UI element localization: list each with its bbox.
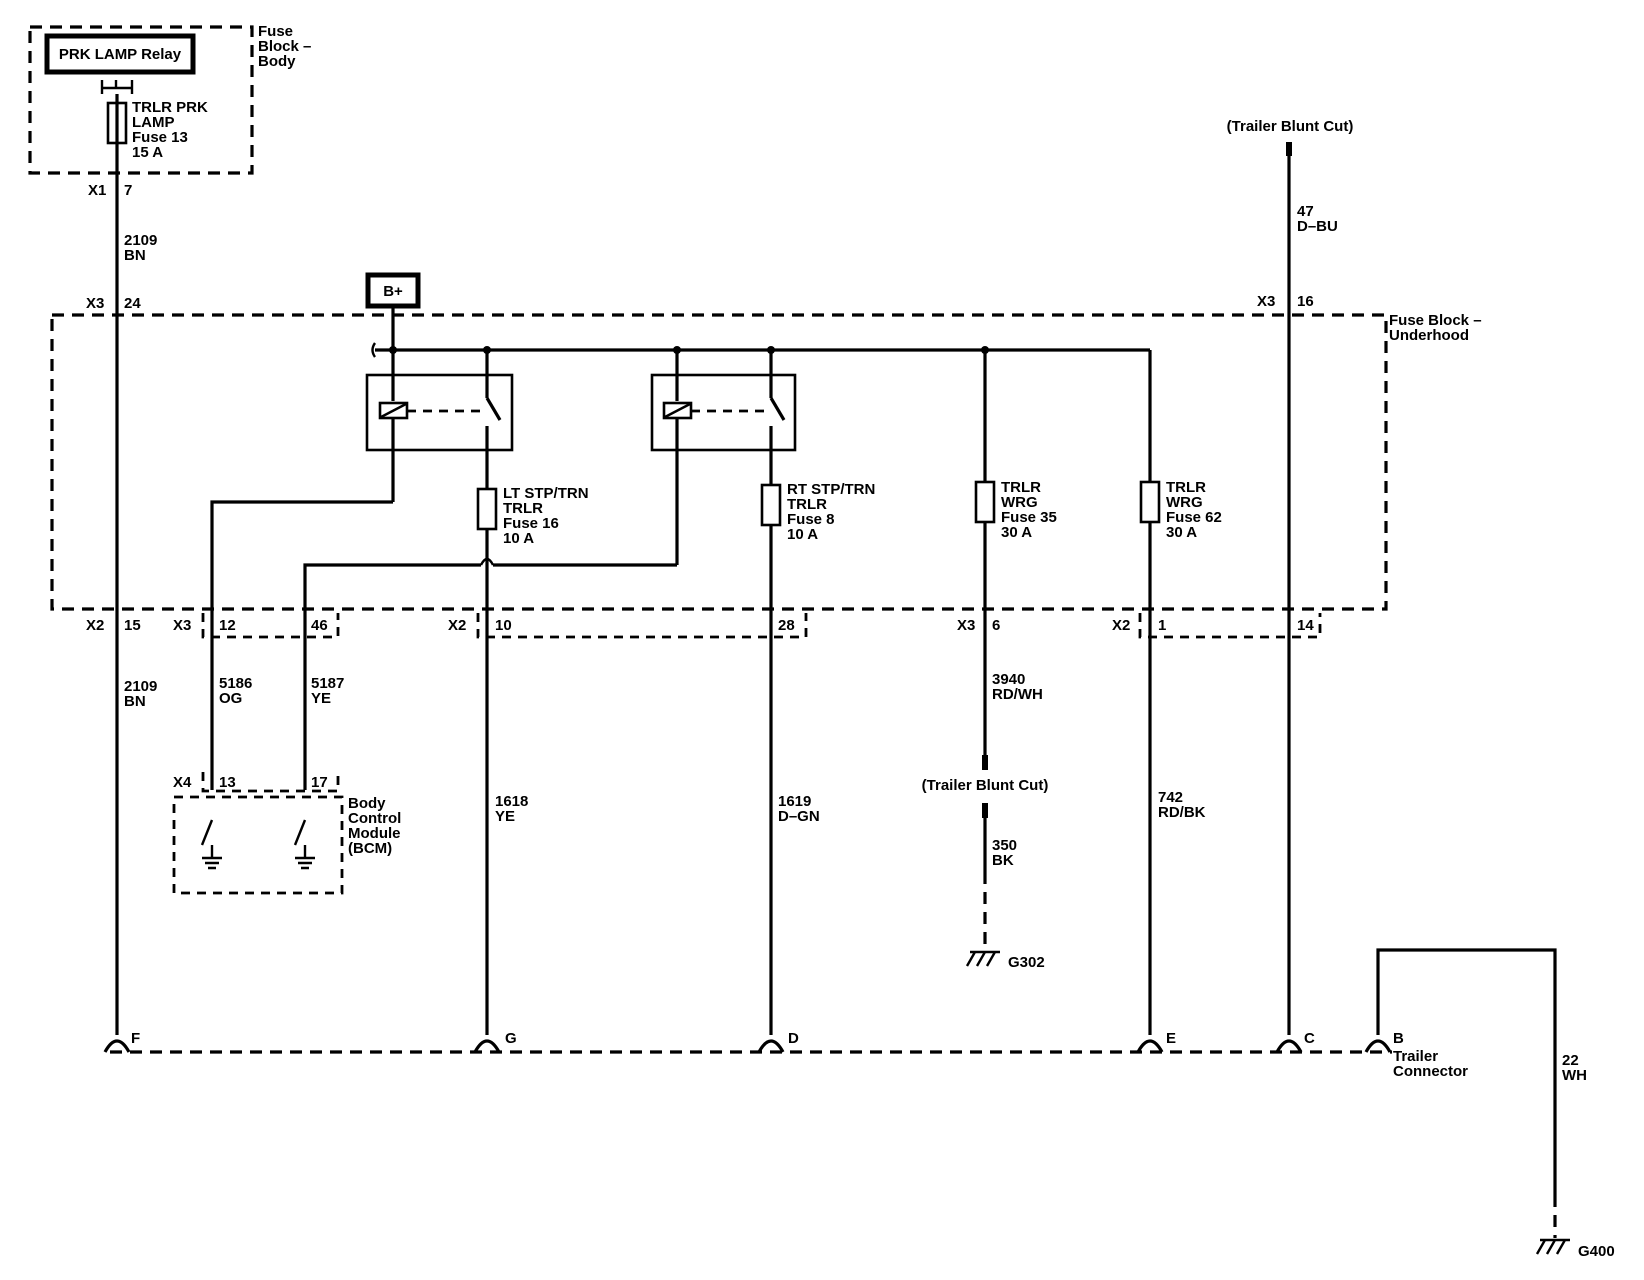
trailer-pin-C — [1275, 1039, 1303, 1053]
trailer-pin-D-label: D — [788, 1030, 799, 1047]
fuse-62-symbol — [1139, 480, 1161, 524]
connector-x2-10: X2 — [448, 617, 466, 634]
pin-46: 46 — [311, 617, 328, 634]
pin-7: 7 — [124, 182, 132, 199]
pin-17: 17 — [311, 774, 328, 791]
fuse-block-underhood-outline — [50, 313, 1388, 611]
connector-x4: X4 — [173, 774, 192, 791]
pin-28: 28 — [778, 617, 795, 634]
trailer-pin-E-label: E — [1166, 1030, 1176, 1047]
fuse-35-symbol — [974, 480, 996, 524]
relay-output-bracket — [100, 80, 134, 94]
pin-24: 24 — [124, 295, 141, 312]
fuse-16-symbol — [476, 487, 498, 531]
blunt-cut-stub-mid-lower — [982, 803, 988, 818]
trailer-blunt-cut-mid: (Trailer Blunt Cut) — [922, 777, 1049, 794]
pin-14: 14 — [1297, 617, 1314, 634]
trailer-pin-F — [103, 1039, 131, 1053]
pin-10: 10 — [495, 617, 512, 634]
battery-positive-label: B+ — [383, 283, 403, 300]
connector-x3-16: X3 — [1257, 293, 1275, 310]
bcm-outline — [172, 795, 344, 895]
connector-x2-15: X2 — [86, 617, 104, 634]
prk-lamp-relay-label: PRK LAMP Relay — [59, 46, 182, 63]
trailer-pin-D — [757, 1039, 785, 1053]
pin-15: 15 — [124, 617, 141, 634]
ground-g400-label: G400 — [1578, 1243, 1615, 1260]
connector-x1: X1 — [88, 182, 106, 199]
trailer-pin-E — [1136, 1039, 1164, 1053]
trailer-pin-B — [1364, 1039, 1392, 1053]
trailer-pin-G — [473, 1039, 501, 1053]
pin-12: 12 — [219, 617, 236, 634]
fuse-block-body-outline — [28, 25, 254, 175]
wire-5186-og — [210, 500, 393, 790]
prk-lamp-relay-box — [44, 33, 196, 75]
pin-1: 1 — [1158, 617, 1166, 634]
trailer-pin-B-label: B — [1393, 1030, 1404, 1047]
wire-22-wh — [1376, 948, 1557, 1195]
trailer-pin-C-label: C — [1304, 1030, 1315, 1047]
fuse-block-underhood-label: Fuse Block –Underhood — [1389, 312, 1482, 344]
pin-6: 6 — [992, 617, 1000, 634]
ground-g302-label: G302 — [1008, 954, 1045, 971]
trailer-pin-G-label: G — [505, 1030, 517, 1047]
ground-g302-icon — [965, 950, 1000, 967]
connector-x3-24: X3 — [86, 295, 104, 312]
connector-x3-6: X3 — [957, 617, 975, 634]
bcm-driver-13 — [200, 819, 222, 870]
trailer-blunt-cut-top: (Trailer Blunt Cut) — [1227, 118, 1354, 135]
pin-13: 13 — [219, 774, 236, 791]
connector-x2-1: X2 — [1112, 617, 1130, 634]
ground-g400-icon — [1535, 1238, 1570, 1255]
wire-5187-ye — [303, 563, 677, 790]
bcm-driver-17 — [293, 819, 315, 870]
connector-x3-12: X3 — [173, 617, 191, 634]
blunt-cut-stub-mid-upper — [982, 755, 988, 770]
fuse-8-symbol — [760, 483, 782, 527]
pin-16: 16 — [1297, 293, 1314, 310]
trailer-pin-F-label: F — [131, 1030, 140, 1047]
